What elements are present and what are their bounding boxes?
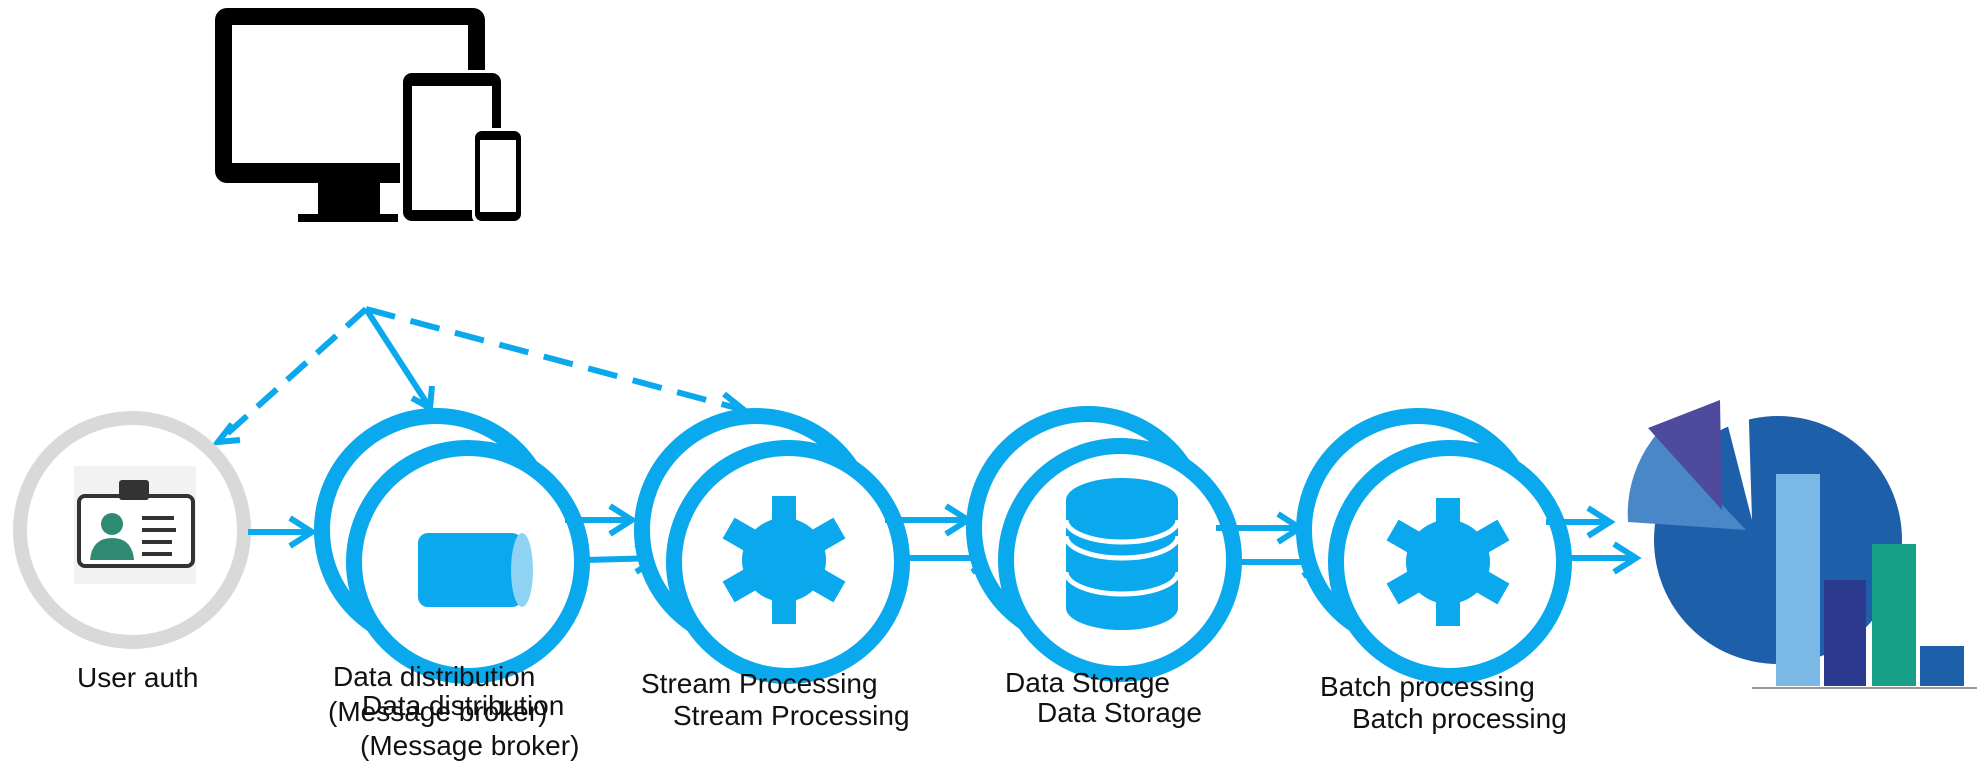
gear-icon — [1386, 498, 1510, 626]
broker-node: Data distribution (Message broker) Data … — [314, 408, 590, 761]
arrow-batch-to-output — [1546, 505, 1642, 575]
bar-light — [1776, 474, 1820, 686]
stream-back-label: Stream Processing — [641, 668, 878, 699]
storage-back-label: Data Storage — [1005, 667, 1170, 698]
storage-front-label: Data Storage — [1037, 697, 1202, 728]
device-connectors — [211, 306, 751, 446]
user-auth-label: User auth — [77, 662, 198, 693]
arrow-to-broker-head — [410, 385, 435, 413]
broker-back-label-line1: Data distribution — [333, 661, 535, 692]
monitor-neck — [318, 183, 380, 215]
broker-front-label-line2: (Message broker) — [360, 730, 579, 761]
storage-node: Data Storage Data Storage — [966, 406, 1242, 728]
id-badge-icon — [74, 466, 196, 584]
pie-bar-chart-icon — [1627, 390, 1977, 689]
pie-slice-cut — [1720, 390, 1752, 520]
arrow-to-broker — [363, 307, 433, 410]
dashed-arrow-to-stream — [365, 306, 745, 413]
database-icon — [1063, 478, 1181, 630]
monitor-base — [298, 214, 398, 222]
bar-blue — [1920, 646, 1964, 686]
batch-front-label: Batch processing — [1352, 703, 1567, 734]
bar-navy — [1824, 580, 1866, 686]
dashed-arrow-to-auth-head — [211, 422, 241, 446]
phone-screen — [480, 140, 516, 212]
cylinder-pipe-icon — [418, 533, 533, 607]
pie-slice-light — [1627, 435, 1746, 530]
gear-icon — [722, 496, 846, 624]
user-auth-node: User auth — [13, 411, 251, 693]
pie-slice-purple — [1648, 400, 1722, 510]
batch-node: Batch processing Batch processing — [1296, 408, 1572, 734]
monitor-tablet-phone-icon — [215, 8, 524, 224]
batch-back-label: Batch processing — [1320, 671, 1535, 702]
stream-front-label: Stream Processing — [673, 700, 910, 731]
arrow-auth-to-broker — [248, 515, 318, 549]
stream-node: Stream Processing Stream Processing — [634, 408, 910, 731]
bar-teal — [1872, 544, 1916, 686]
broker-front-label-line1: Data distribution — [362, 690, 564, 721]
dashed-arrow-to-auth — [215, 306, 369, 445]
broker-back-label-line2: (Message broker) — [328, 696, 547, 727]
